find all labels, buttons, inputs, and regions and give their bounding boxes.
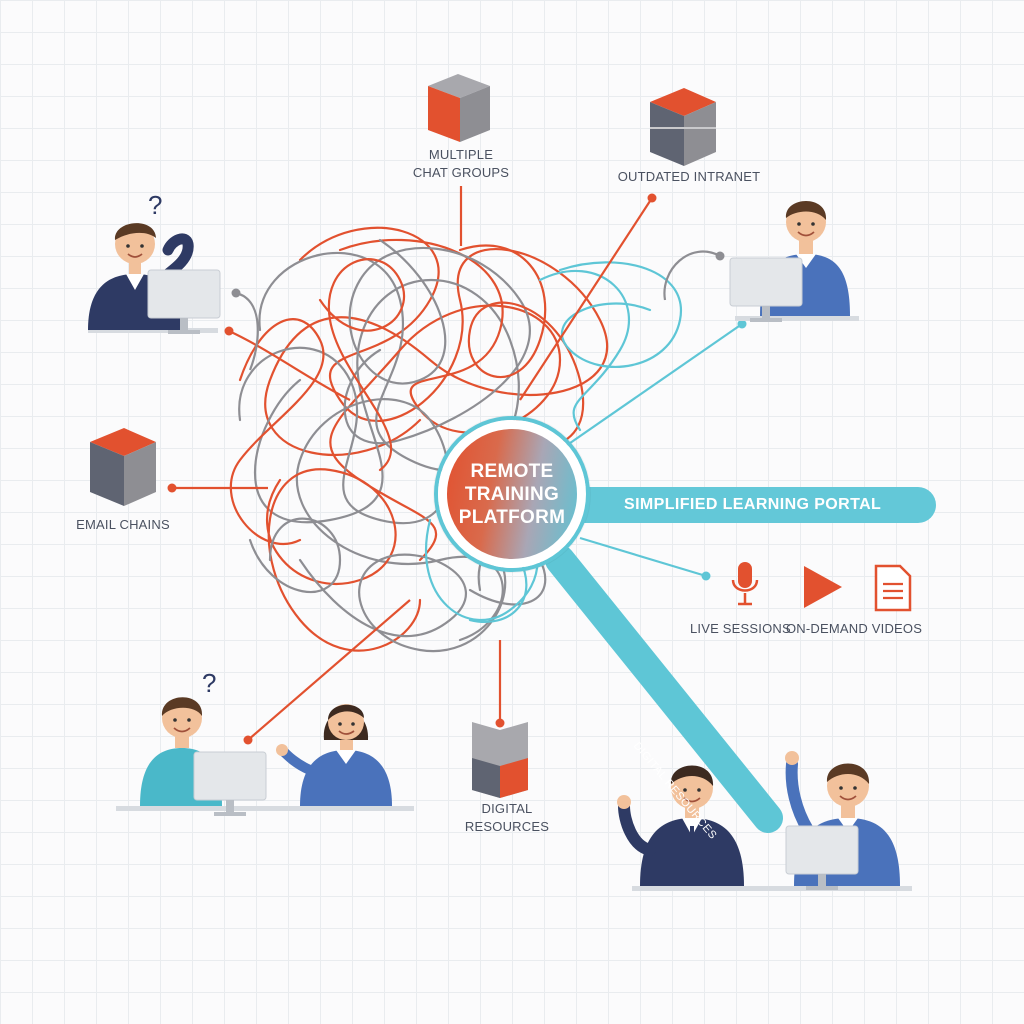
cube-icon [472, 722, 528, 798]
people-bottom-right [617, 751, 912, 891]
label-email-chains: EMAIL CHAINS [76, 517, 170, 532]
person-confused-top-left [88, 223, 221, 335]
label-live-sessions: LIVE SESSIONS [690, 621, 791, 636]
label-outdated-intranet: OUTDATED INTRANET [617, 169, 761, 184]
simplified-learning-portal-bar: SIMPLIFIED LEARNING PORTAL [578, 487, 936, 523]
people-bottom-left [116, 697, 414, 817]
cube-icon [650, 88, 716, 166]
question-mark: ? [148, 190, 162, 220]
remote-training-platform-hub: REMOTE TRAINING PLATFORM [438, 420, 586, 568]
connector-dots [167, 193, 747, 745]
label-on-demand-videos: ON-DEMAND VIDEOS [786, 621, 923, 636]
digital-resources-bar [545, 545, 783, 833]
microphone-icon [731, 562, 759, 606]
play-icon [804, 566, 842, 608]
hub-line-3: PLATFORM [458, 506, 566, 528]
connector-lines [172, 186, 743, 741]
cube-icon [90, 428, 156, 506]
cube-icon [428, 74, 490, 142]
hub-line-1: REMOTE [470, 460, 554, 482]
hub-line-2: TRAINING [464, 483, 560, 505]
question-mark: ? [202, 668, 216, 698]
tangled-wires [229, 226, 683, 653]
label-chat-groups: MULTIPLE CHAT GROUPS [412, 147, 510, 180]
label-digital-resources: DIGITAL RESOURCES [464, 801, 550, 834]
person-top-right [729, 201, 859, 323]
document-icon [874, 564, 912, 612]
